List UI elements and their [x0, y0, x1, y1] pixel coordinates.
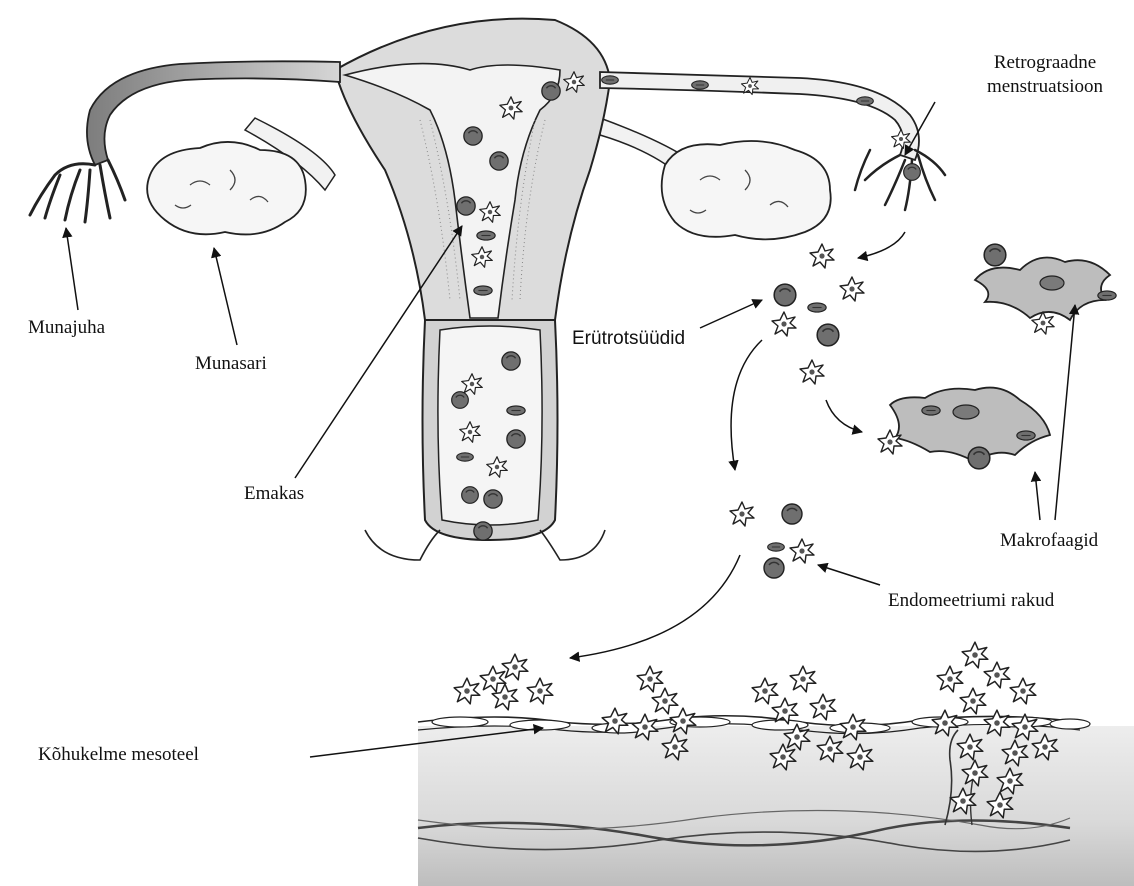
label-ovary: Munasari: [195, 353, 267, 376]
label-peritoneal-mesothelium: Kõhukelme mesoteel: [38, 744, 199, 767]
label-erythrocytes: Erütrotsüüdid: [572, 328, 685, 351]
label-fallopian-tube: Munajuha: [28, 317, 105, 340]
uterus-illustration: [30, 19, 945, 560]
label-endometrial-cells: Endomeetriumi rakud: [888, 590, 1054, 613]
label-uterus: Emakas: [244, 483, 304, 506]
peritoneum-tissue: [418, 716, 1134, 886]
label-retrograde-line1: Retrograadne: [970, 52, 1120, 75]
label-macrophages: Makrofaagid: [1000, 530, 1098, 553]
label-retrograde-line2: menstruatsioon: [970, 76, 1120, 99]
macrophages-illustration: [878, 244, 1116, 469]
peritoneal-cells: [730, 244, 864, 578]
